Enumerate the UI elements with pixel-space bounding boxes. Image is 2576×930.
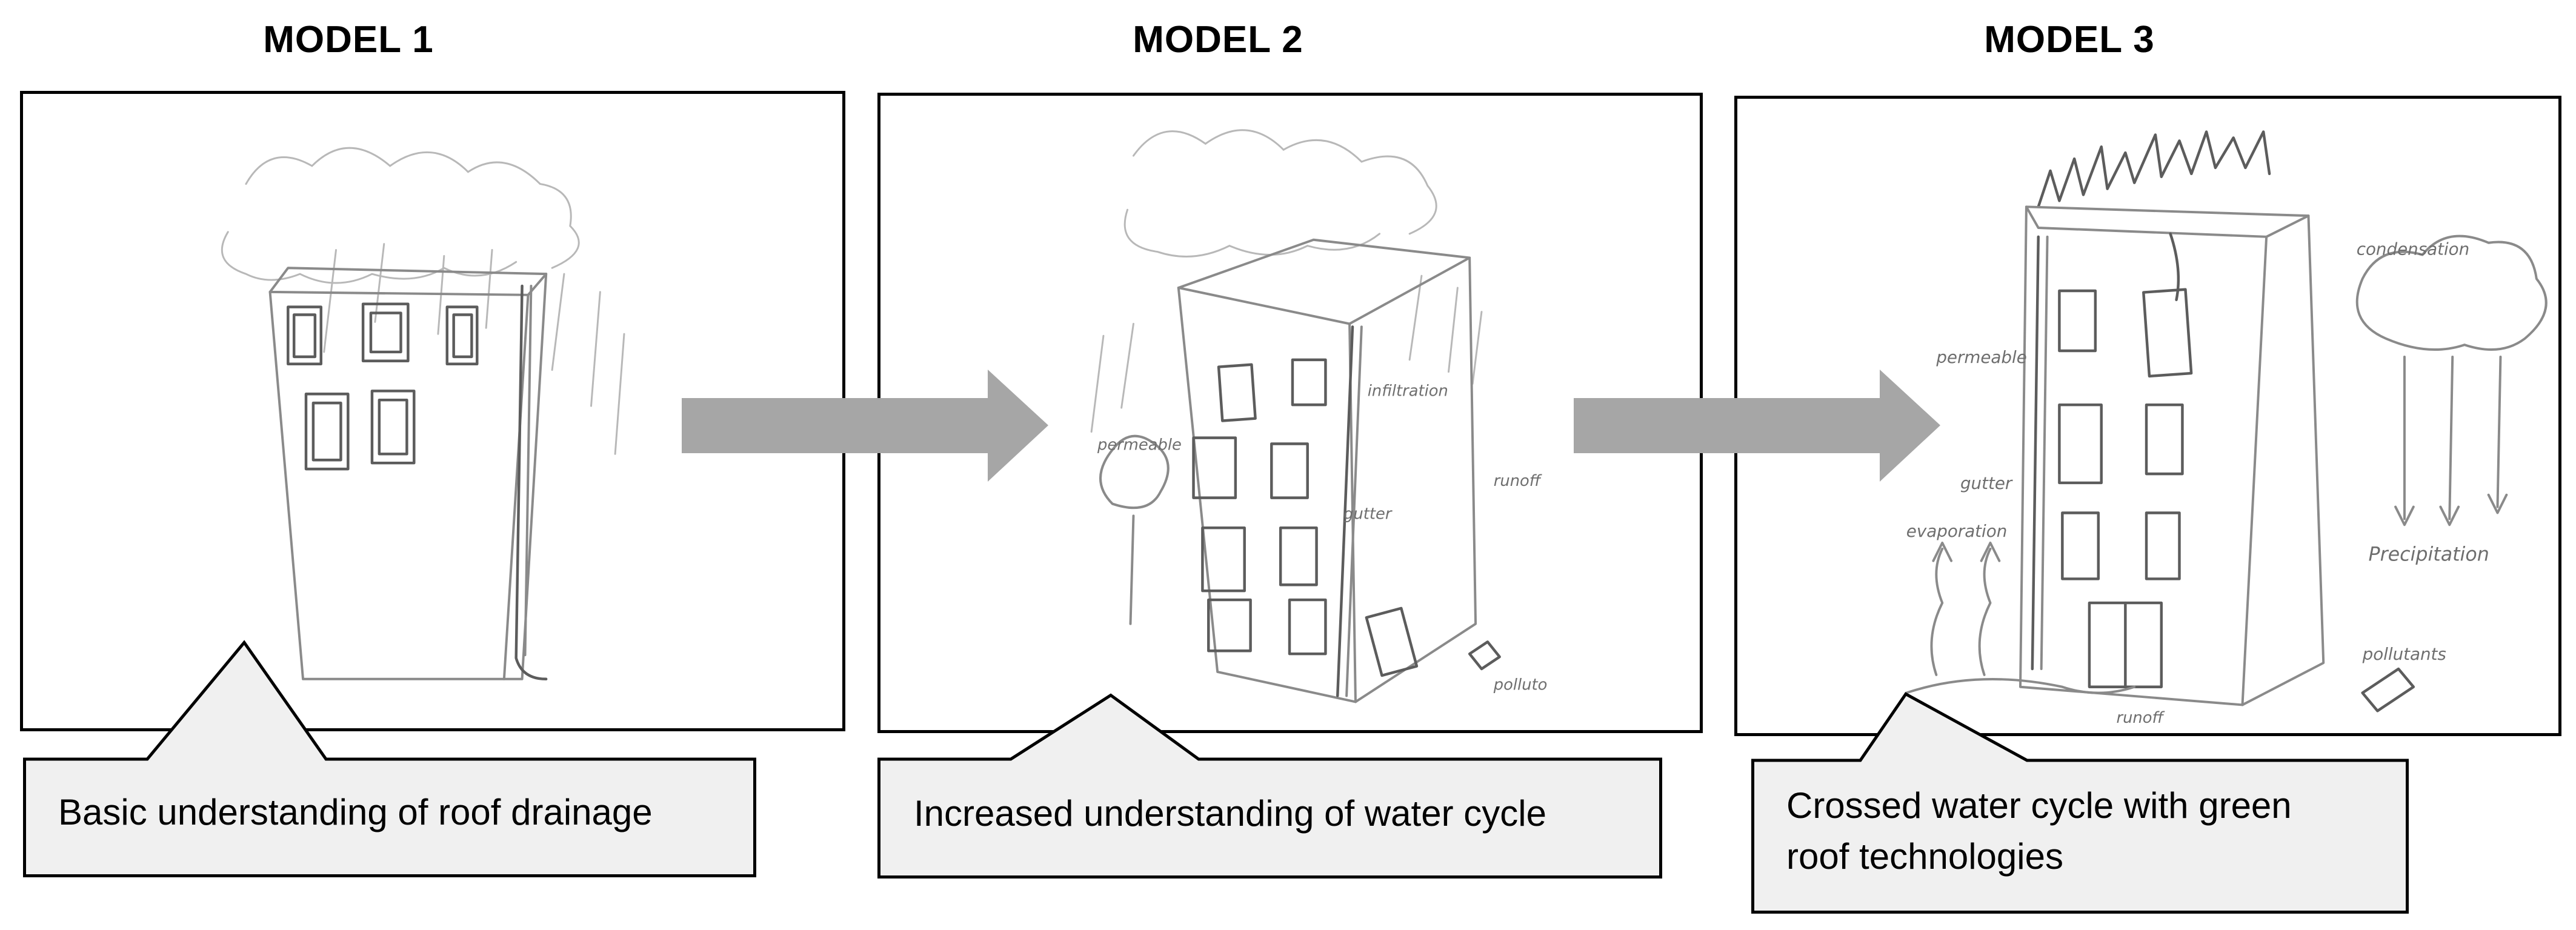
model-3-precipitation-label: Precipitation <box>2369 544 2489 566</box>
model-2-polluto-label: polluto <box>1493 676 1548 694</box>
model-3-building-sketch: permeable gutter evaporation condensatio… <box>1905 130 2548 727</box>
model-3-caption-line-2: roof technologies <box>1786 836 2063 877</box>
model-2-permeable-label: permeable <box>1097 436 1182 454</box>
model-2-caption-line-1: Increased understanding of water cycle <box>914 793 1546 834</box>
model-1-caption-line-1: Basic understanding of roof drainage <box>58 792 653 832</box>
model-3-caption-callout: Crossed water cycle with green roof tech… <box>1751 692 2409 914</box>
model-2-caption-callout: Increased understanding of water cycle <box>877 693 1662 879</box>
model-3-pollutants-label: pollutants <box>2362 644 2446 664</box>
model-2-infiltration-label: infiltration <box>1368 382 1448 400</box>
model-3-evaporation-label: evaporation <box>1906 521 2007 541</box>
model-2-building-sketch: permeable infiltration gutter runoff pol… <box>1090 129 1548 703</box>
right-arrow-icon <box>1574 370 1940 482</box>
model-2-gutter-label: gutter <box>1343 505 1393 523</box>
model-1-title: MODEL 1 <box>263 19 434 61</box>
model-3-caption-line-1: Crossed water cycle with green <box>1786 785 2292 826</box>
model-3-runoff-label: runoff <box>2116 709 2165 727</box>
model-1-caption-callout: Basic understanding of roof drainage <box>23 640 756 877</box>
model-3-condensation-label: condensation <box>2357 239 2470 259</box>
model-1-building-sketch <box>221 147 625 681</box>
model-3-gutter-label: gutter <box>1960 473 2013 493</box>
model-3-title: MODEL 3 <box>1984 19 2155 61</box>
model-2-runoff-label: runoff <box>1494 472 1542 490</box>
model-2-title: MODEL 2 <box>1133 19 1303 61</box>
right-arrow-icon <box>682 370 1048 482</box>
model-3-permeable-label: permeable <box>1935 347 2026 367</box>
